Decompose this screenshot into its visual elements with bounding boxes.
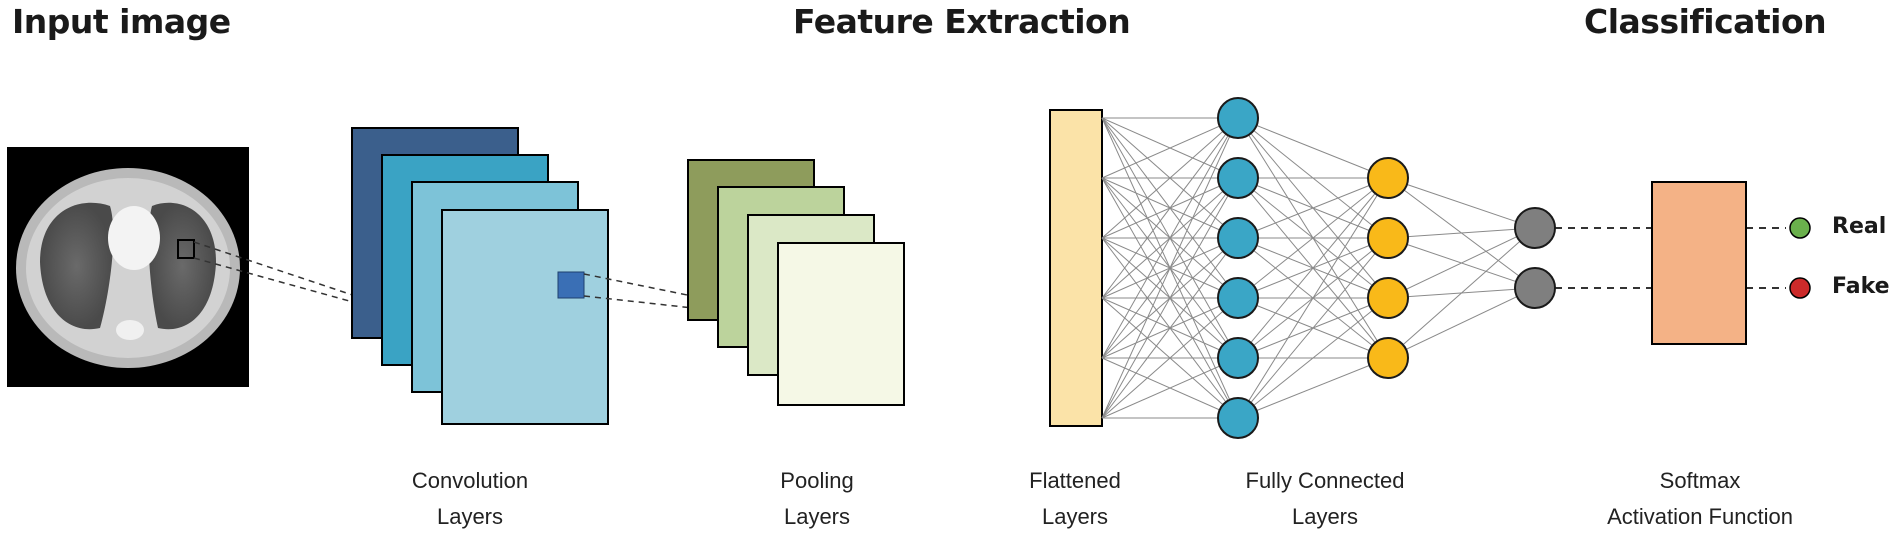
caption-pooling-layers: Pooling Layers — [737, 463, 897, 535]
fc1-to-fc2-edge — [1237, 177, 1389, 419]
fc1-to-fc2-edge — [1237, 117, 1389, 179]
output-node — [1514, 267, 1556, 309]
flatten-to-fc1-edge — [1101, 357, 1239, 419]
network-nodes — [1217, 97, 1556, 439]
fc1-node — [1217, 97, 1259, 139]
heading-input-image: Input image — [12, 2, 231, 41]
output-label-real: Real — [1832, 214, 1887, 239]
caption-convolution-line-2: Layers — [436, 504, 504, 529]
fake-indicator-dot — [1789, 277, 1811, 299]
fc1-node — [1217, 157, 1259, 199]
flatten-to-fc1-edge — [1101, 237, 1239, 419]
fc2-node — [1367, 337, 1409, 379]
flattened-layer — [1049, 109, 1103, 427]
fc1-to-fc2-edge — [1237, 177, 1389, 359]
fc2-node — [1367, 157, 1409, 199]
pooling-layers — [687, 159, 905, 406]
flatten-to-fc1-edge — [1101, 117, 1239, 419]
caption-softmax-activation: Softmax Activation Function — [1580, 463, 1820, 535]
conv-feature-patch — [557, 271, 585, 299]
flatten-to-fc1-edge — [1101, 117, 1239, 179]
caption-flattened-layers: Flattened Layers — [995, 463, 1155, 535]
left-lung — [40, 202, 114, 330]
caption-convolution-layers: Convolution Layers — [380, 463, 560, 535]
fc1-to-fc2-edge — [1237, 237, 1389, 419]
caption-flattened-line-1: Flattened — [1029, 468, 1121, 493]
fc2-node — [1367, 217, 1409, 259]
flatten-to-fc1-edge — [1101, 117, 1239, 239]
fc1-node — [1217, 277, 1259, 319]
flatten-to-fc1-edge — [1101, 117, 1239, 299]
output-label-fake: Fake — [1832, 274, 1890, 299]
caption-convolution-line-1: Convolution — [411, 468, 529, 493]
projection-line-2 — [193, 257, 473, 336]
heading-feature-extraction: Feature Extraction — [793, 2, 1131, 41]
fc2-node — [1367, 277, 1409, 319]
right-lung — [148, 202, 216, 330]
fc1-to-fc2-edge — [1237, 297, 1389, 419]
conv-layer-4 — [441, 209, 609, 425]
fc1-node — [1217, 397, 1259, 439]
fc2-to-output-edge — [1387, 177, 1536, 229]
output-node — [1514, 207, 1556, 249]
network-connections — [1101, 117, 1536, 419]
convolution-layers — [351, 127, 609, 425]
caption-fully-connected-layers: Fully Connected Layers — [1210, 463, 1440, 535]
fc2-to-output-edge — [1387, 227, 1536, 239]
caption-softmax-line-1: Softmax — [1659, 468, 1741, 493]
fc2-to-output-edge — [1387, 227, 1536, 299]
softmax-block — [1651, 181, 1747, 345]
caption-pooling-line-2: Layers — [783, 504, 851, 529]
flatten-to-fc1-edge — [1101, 177, 1239, 419]
fc2-to-output-edge — [1387, 227, 1536, 359]
caption-fully-connected-line-2: Layers — [1291, 504, 1359, 529]
fc2-to-output-edge — [1387, 287, 1536, 359]
caption-softmax-line-2: Activation Function — [1607, 504, 1793, 529]
fc1-to-fc2-edge — [1237, 357, 1389, 419]
fc1-node — [1217, 217, 1259, 259]
caption-pooling-line-1: Pooling — [780, 468, 854, 493]
heading-classification: Classification — [1584, 2, 1827, 41]
heart — [108, 206, 160, 270]
fc1-to-fc2-edge — [1237, 177, 1389, 299]
flatten-to-fc1-edge — [1101, 297, 1239, 419]
fc1-node — [1217, 337, 1259, 379]
fc1-to-fc2-edge — [1237, 177, 1389, 239]
region-of-interest — [177, 239, 195, 259]
spine — [116, 320, 144, 340]
caption-fully-connected-line-1: Fully Connected — [1245, 468, 1405, 493]
pool-layer-4 — [777, 242, 905, 406]
flatten-to-fc1-edge — [1101, 117, 1239, 359]
ct-scan-image — [7, 147, 249, 387]
caption-flattened-line-2: Layers — [1041, 504, 1109, 529]
real-indicator-dot — [1789, 217, 1811, 239]
